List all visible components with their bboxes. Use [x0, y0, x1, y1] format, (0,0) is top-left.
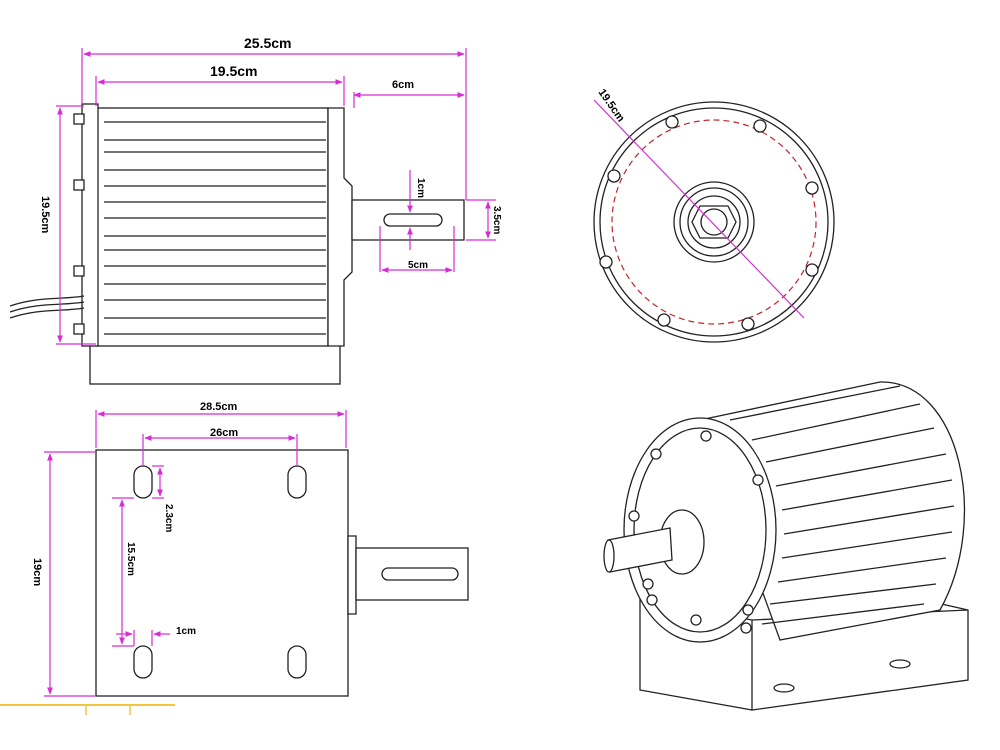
side-flange [327, 107, 353, 347]
label-height: 19.5cm [39, 196, 51, 234]
iso-bolt-holes [628, 430, 764, 626]
label-shaft-diameter: 3.5cm [491, 206, 502, 234]
side-shaft [351, 199, 465, 241]
base-keyway [381, 567, 459, 581]
side-end-cap [81, 103, 99, 347]
base-flange [347, 535, 357, 615]
label-overall-length: 25.5cm [244, 35, 291, 51]
front-shaft-hex [691, 205, 737, 239]
front-bolt-holes [599, 115, 819, 331]
front-rim [599, 107, 829, 337]
side-view: 25.5cm 19.5cm 6cm 19.5cm 1cm 3.5cm 5cm [9, 35, 502, 385]
label-keyway-width: 1cm [415, 178, 426, 198]
label-slot-width: 1cm [176, 626, 196, 637]
side-motor-body [95, 107, 329, 347]
iso-mount-bolt [646, 594, 658, 606]
base-view: 28.5cm 26cm 19cm 2.3cm 15.5cm 1cm [0, 401, 469, 715]
label-shaft-length: 6cm [392, 79, 414, 91]
label-body-length: 19.5cm [210, 63, 257, 79]
isometric-view [603, 381, 969, 711]
dim-front-diameter [593, 99, 805, 319]
label-base-width: 28.5cm [200, 401, 238, 413]
side-keyway [383, 213, 443, 227]
base-shaft [355, 547, 469, 601]
front-hub-outer [673, 181, 755, 263]
iso-fins [729, 385, 955, 625]
side-cable [9, 295, 85, 307]
label-base-depth: 19cm [31, 558, 43, 586]
front-view: 19.5cm [593, 87, 835, 343]
front-bolt-circle [611, 119, 817, 325]
side-cooling-fins [104, 121, 326, 335]
label-hole-spacing-x: 26cm [210, 427, 238, 439]
label-hole-spacing-y: 15.5cm [125, 542, 136, 576]
label-slot-length: 2.3cm [163, 504, 174, 532]
side-bolt-icons [73, 113, 85, 335]
label-keyway-length: 5cm [408, 260, 428, 271]
